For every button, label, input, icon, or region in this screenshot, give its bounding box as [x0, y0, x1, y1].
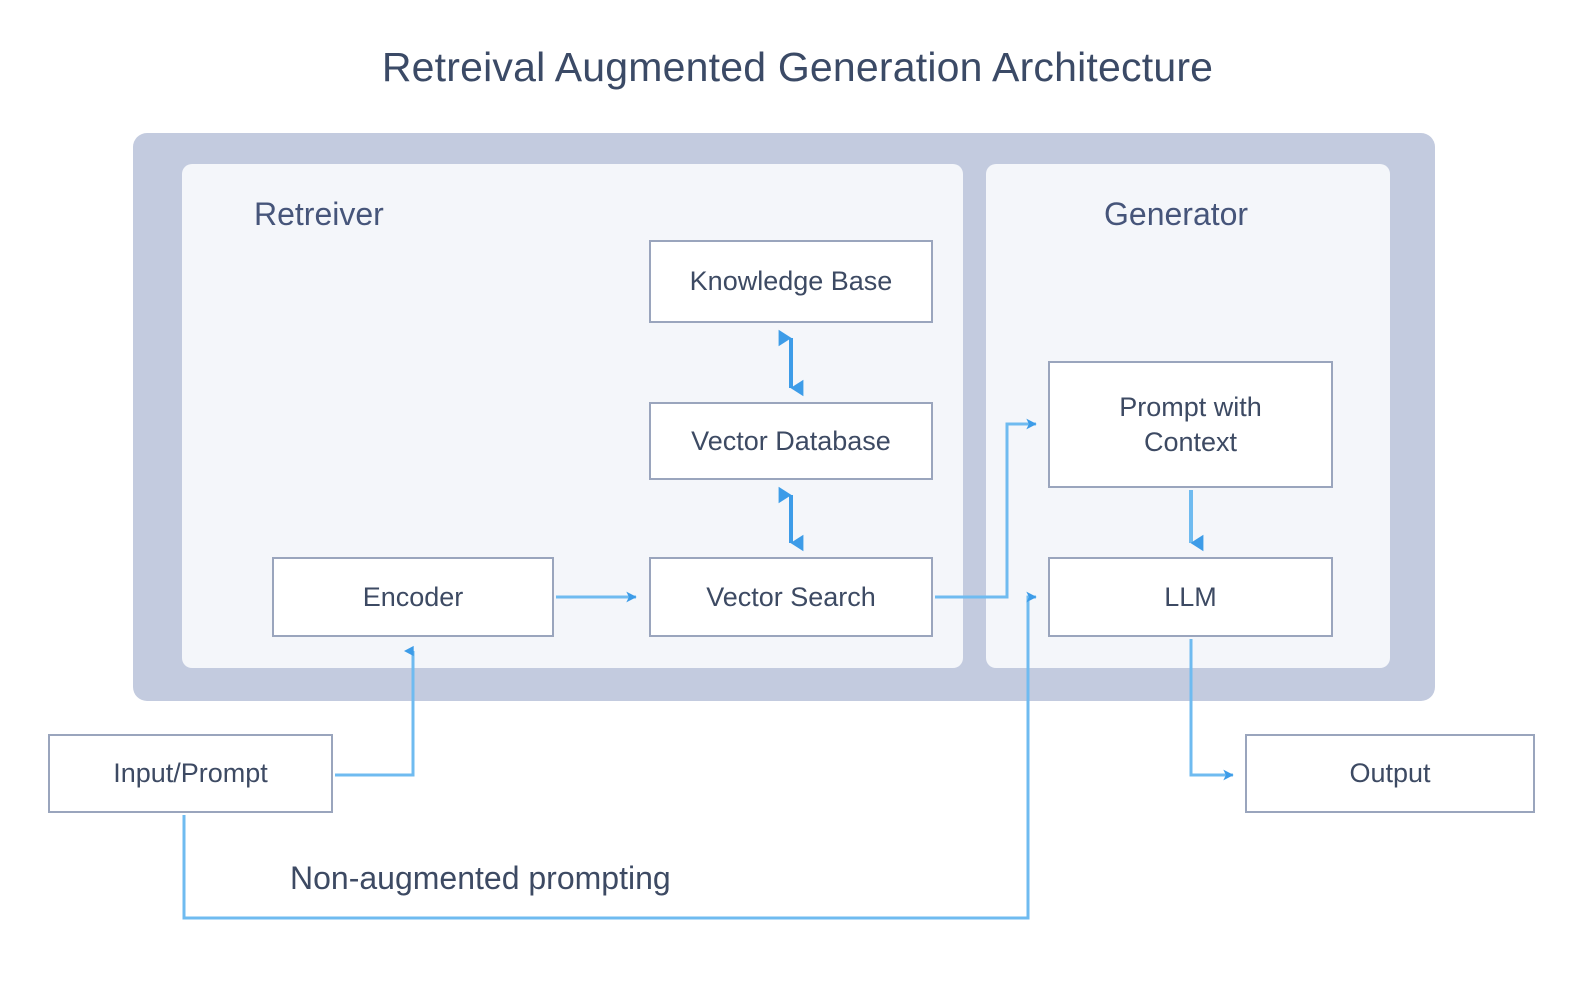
node-output-label: Output — [1349, 758, 1431, 789]
node-vector-database-label: Vector Database — [691, 425, 891, 456]
node-encoder[interactable]: Encoder — [272, 557, 554, 637]
node-prompt-with-context-line-2: Context — [1143, 426, 1238, 457]
edge-input-prompt-llm-non-augmented — [182, 591, 1037, 920]
node-prompt-with-context-line-1: Prompt with — [1119, 391, 1262, 422]
node-vector-search[interactable]: Vector Search — [649, 557, 933, 637]
page-title: Retreival Augmented Generation Architect… — [381, 44, 1214, 90]
node-input-prompt-label: Input/Prompt — [113, 758, 268, 789]
node-vector-search-label: Vector Search — [706, 581, 876, 612]
panel-label-generator: Generator — [1104, 196, 1249, 232]
node-knowledge-base-label: Knowledge Base — [689, 266, 893, 297]
node-vector-database[interactable]: Vector Database — [649, 402, 933, 480]
node-output[interactable]: Output — [1245, 734, 1535, 813]
panel-label-retriever: Retreiver — [254, 196, 384, 232]
node-prompt-with-context-label: Prompt with Context — [1119, 390, 1262, 459]
node-input-prompt[interactable]: Input/Prompt — [48, 734, 333, 813]
edge-vector-search-prompt-context — [935, 418, 1037, 599]
edge-input-prompt-encoder — [335, 645, 415, 777]
edge-llm-output — [1189, 639, 1234, 781]
node-llm-label: LLM — [1164, 581, 1217, 612]
node-knowledge-base[interactable]: Knowledge Base — [649, 240, 933, 323]
node-encoder-label: Encoder — [362, 581, 464, 612]
edge-label-non-augmented-prompting: Non-augmented prompting — [290, 860, 671, 896]
node-llm[interactable]: LLM — [1048, 557, 1333, 637]
node-prompt-with-context[interactable]: Prompt with Context — [1048, 361, 1333, 488]
